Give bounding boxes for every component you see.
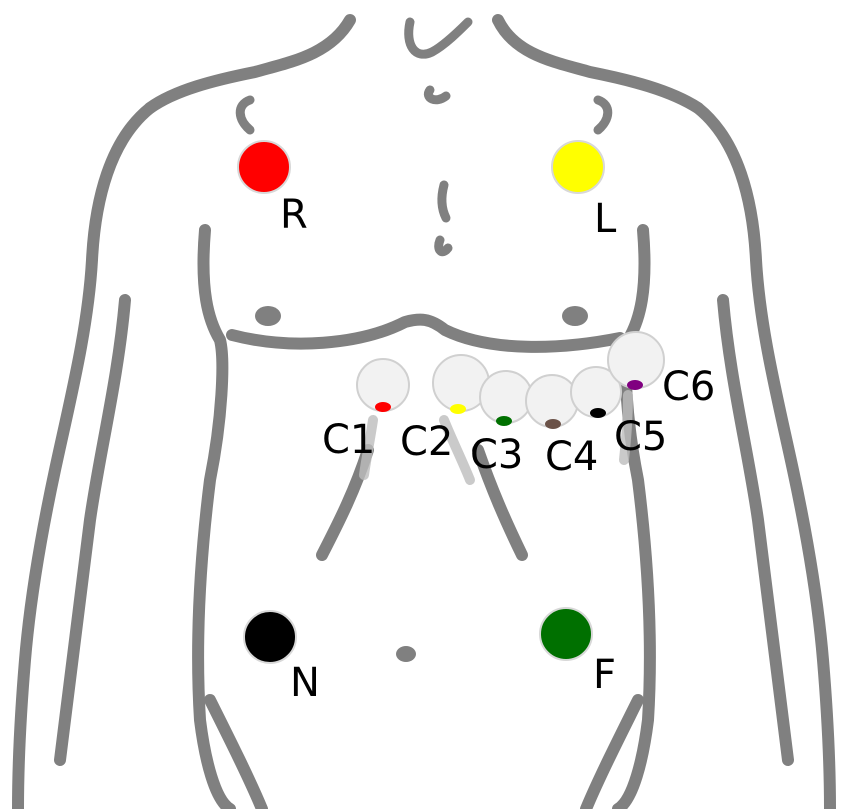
electrode-c6-dot (627, 380, 643, 390)
electrode-n-dot (244, 611, 296, 663)
electrode-f-label: F (593, 652, 616, 698)
electrode-c2-dot (450, 404, 466, 414)
torso-outline (18, 20, 830, 809)
electrode-r-label: R (280, 192, 308, 238)
electrode-c3-dot (496, 416, 512, 426)
electrode-c1-label: C1 (322, 417, 375, 463)
electrode-l-dot (552, 141, 604, 193)
electrode-c6-label: C6 (662, 364, 715, 410)
electrode-f-dot (540, 608, 592, 660)
electrode-n-label: N (290, 660, 320, 706)
electrode-c4-dot (545, 419, 561, 429)
electrode-c1-dot (375, 402, 391, 412)
electrode-c3-label: C3 (470, 432, 523, 478)
electrode-c5-dot (590, 408, 606, 418)
electrode-c4-label: C4 (545, 434, 598, 480)
electrode-l-label: L (594, 196, 617, 242)
electrode-c2-label: C2 (400, 419, 453, 465)
electrode-c5-label: C5 (614, 414, 667, 460)
electrode-r-dot (238, 141, 290, 193)
